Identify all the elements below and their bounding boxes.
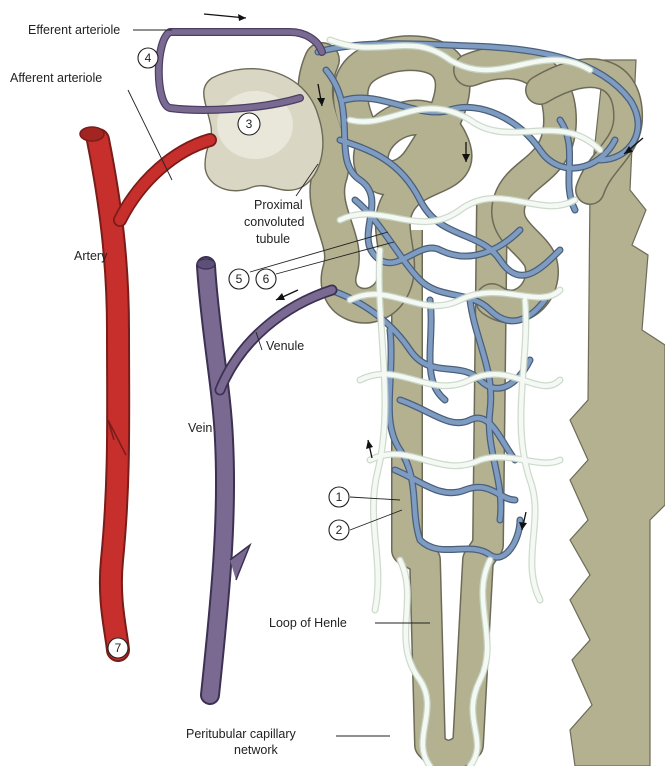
label-proximal-2: convoluted [244,215,305,229]
label-artery: Artery [74,249,108,263]
svg-text:3: 3 [246,117,253,131]
svg-text:2: 2 [336,523,343,537]
label-venule: Venule [266,339,304,353]
svg-text:5: 5 [236,272,243,286]
label-loop-of-henle: Loop of Henle [269,616,347,630]
artery [80,127,210,650]
label-afferent-arteriole: Afferent arteriole [10,71,102,85]
label-peritubular-1: Peritubular capillary [186,727,297,741]
svg-text:6: 6 [263,272,270,286]
svg-text:4: 4 [145,51,152,65]
marker-2: 2 [329,520,349,540]
label-peritubular-2: network [234,743,279,757]
svg-text:7: 7 [115,641,122,655]
label-proximal-3: tubule [256,232,290,246]
marker-3: 3 [238,113,260,135]
marker-4: 4 [138,48,158,68]
marker-1: 1 [329,487,349,507]
label-vein: Vein [188,421,212,435]
marker-7: 7 [108,638,128,658]
label-proximal-1: Proximal [254,198,303,212]
marker-6: 6 [256,269,276,289]
marker-5: 5 [229,269,249,289]
label-efferent-arteriole: Efferent arteriole [28,23,120,37]
svg-text:1: 1 [336,490,343,504]
